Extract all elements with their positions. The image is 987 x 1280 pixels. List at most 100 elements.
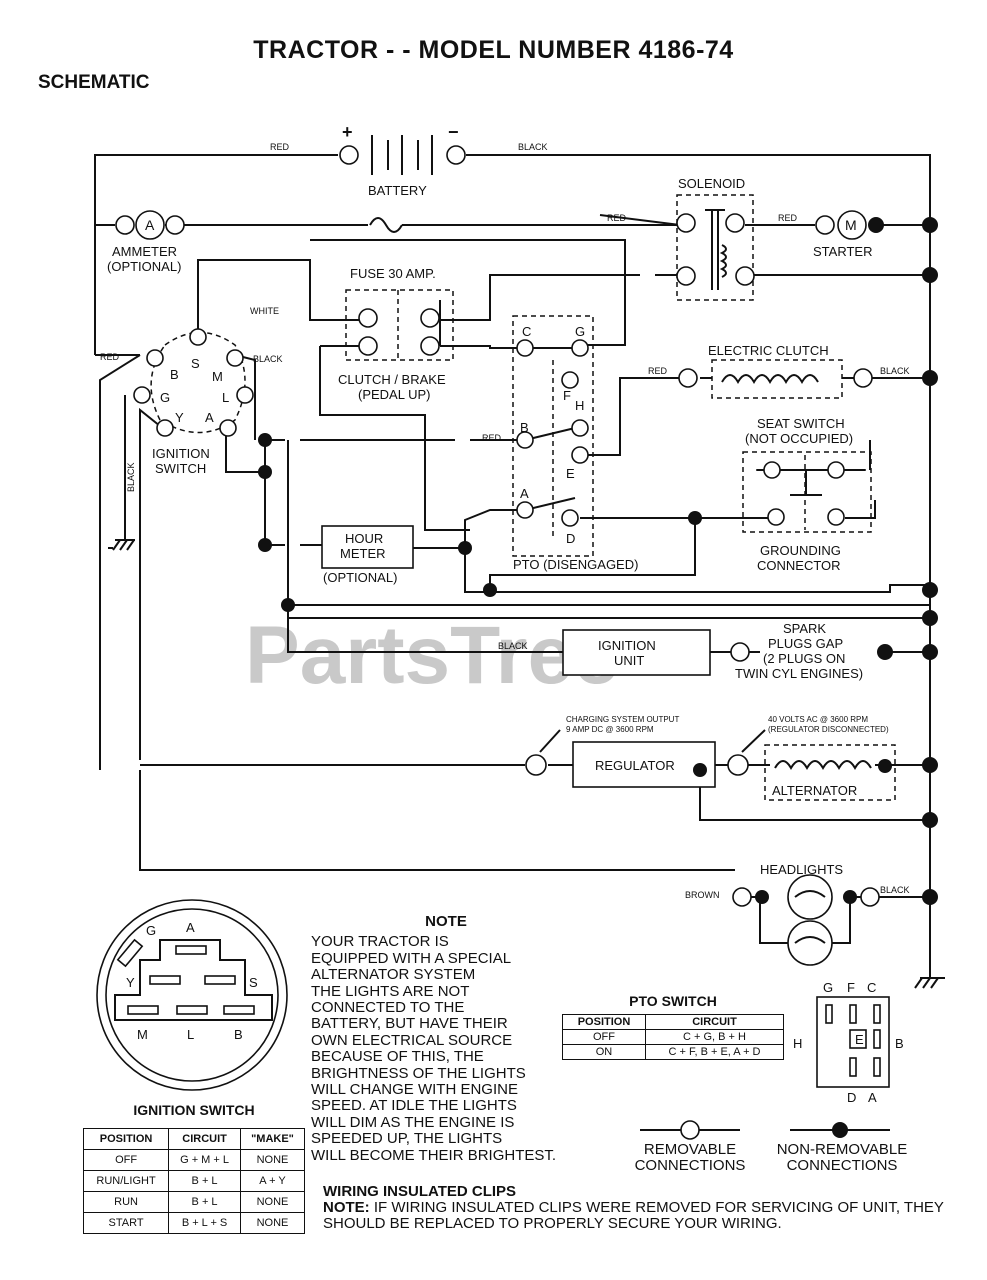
ign-cell: NONE xyxy=(239,1149,306,1171)
legend-removable-line2: CONNECTIONS xyxy=(634,1157,746,1174)
hour-meter-optional: (OPTIONAL) xyxy=(323,570,397,585)
ignition-unit-label2: UNIT xyxy=(614,653,644,668)
note-line: BRIGHTNESS OF THE LIGHTS xyxy=(311,1064,526,1082)
legend-non-removable-line2: CONNECTIONS xyxy=(786,1157,898,1174)
note-line: OWN ELECTRICAL SOURCE xyxy=(311,1031,513,1049)
hour-meter-label: HOUR xyxy=(345,531,383,546)
wire-black-3: BLACK xyxy=(880,366,910,376)
seat-switch: SEAT SWITCH (NOT OCCUPIED) GROUNDING CON… xyxy=(742,416,872,573)
pto-cell: C + F, B + E, A + D xyxy=(645,1044,784,1060)
wire-black-1: BLACK xyxy=(518,142,548,152)
table-row: OFF C + G, B + H xyxy=(562,1029,784,1045)
pto-term-e: E xyxy=(566,466,575,481)
wire-red-1: RED xyxy=(270,142,290,152)
spark-label4: TWIN CYL ENGINES) xyxy=(735,666,863,681)
hour-meter: HOUR METER (OPTIONAL) xyxy=(321,525,414,585)
pto-cell: OFF xyxy=(562,1029,646,1045)
ign-cell: B + L xyxy=(168,1191,241,1213)
page-subtitle: SCHEMATIC xyxy=(38,72,150,93)
ign-term-s: S xyxy=(191,356,200,371)
ign-cell: NONE xyxy=(239,1191,306,1213)
wire-brown: BROWN xyxy=(685,890,720,900)
face-b: B xyxy=(234,1027,243,1042)
fuse-label: FUSE 30 AMP. xyxy=(350,266,436,281)
legend-removable-line1: REMOVABLE xyxy=(643,1141,737,1158)
note-line: WILL DIM AS THE ENGINE IS xyxy=(311,1113,515,1131)
ign-cell: B + L + S xyxy=(168,1212,241,1234)
note-line: EQUIPPED WITH A SPECIAL xyxy=(311,949,512,967)
ign-term-l: L xyxy=(222,390,229,405)
table-row: RUN/LIGHT B + L A + Y xyxy=(82,1170,306,1192)
note-line: BATTERY, BUT HAVE THEIR xyxy=(311,1015,508,1033)
pto-term-a: A xyxy=(520,486,529,501)
wire-black-vertical: BLACK xyxy=(126,462,136,492)
battery-minus: − xyxy=(448,122,459,142)
table-row: RUN B + L NONE xyxy=(82,1191,306,1213)
spark-label: SPARK xyxy=(783,621,826,636)
hour-meter-label2: METER xyxy=(340,546,386,561)
ign-header-make: "MAKE" xyxy=(239,1128,306,1150)
wire-red-6: RED xyxy=(482,433,502,443)
ammeter-optional: (OPTIONAL) xyxy=(107,259,181,274)
wire-black-4: BLACK xyxy=(498,641,528,651)
pto-disengaged-label: PTO (DISENGAGED) xyxy=(513,557,638,572)
pto-cell: C + G, B + H xyxy=(645,1029,784,1045)
note-line: CONNECTED TO THE xyxy=(311,999,465,1017)
legend-non-removable-line1: NON-REMOVABLE xyxy=(776,1141,908,1158)
starter: M STARTER xyxy=(813,210,884,259)
ignition-unit-label: IGNITION xyxy=(598,638,656,653)
ac-label2: (REGULATOR DISCONNECTED) xyxy=(768,725,889,734)
alternator-label: ALTERNATOR xyxy=(772,783,857,798)
headlights: HEADLIGHTS xyxy=(732,862,880,966)
wire-red-3: RED xyxy=(778,213,798,223)
seat-switch-label: SEAT SWITCH xyxy=(757,416,845,431)
ac-label: 40 VOLTS AC @ 3600 RPM xyxy=(768,715,868,724)
battery-plus: + xyxy=(342,122,353,142)
wires xyxy=(94,154,945,989)
ignition-switch-face: A G Y S M L B xyxy=(96,899,288,1091)
ign-header-position: POSITION xyxy=(82,1128,170,1150)
pto-term-b: B xyxy=(520,420,529,435)
note-line: ALTERNATOR SYSTEM xyxy=(311,966,476,984)
ign-term-g: G xyxy=(160,390,170,405)
watermark: PartsTree xyxy=(245,610,619,701)
pto-diag-h: H xyxy=(793,1036,802,1051)
ignition-switch-table: POSITION CIRCUIT "MAKE" OFF G + M + L NO… xyxy=(82,1128,306,1234)
fuse-clutch-brake: FUSE 30 AMP. CLUTCH / BRAKE (PEDAL UP) xyxy=(338,266,454,402)
pto-term-d: D xyxy=(566,531,575,546)
wire-red-4: RED xyxy=(100,352,120,362)
pto-diag-d: D xyxy=(847,1090,856,1105)
note-line: WILL BECOME THEIR BRIGHTEST. xyxy=(311,1146,557,1164)
ign-term-b: B xyxy=(170,367,179,382)
note-line: SPEEDED UP, THE LIGHTS xyxy=(311,1130,503,1148)
clutch-brake-sub: (PEDAL UP) xyxy=(358,387,430,402)
electric-clutch-label: ELECTRIC CLUTCH xyxy=(708,343,829,358)
face-a: A xyxy=(186,920,195,935)
table-row: START B + L + S NONE xyxy=(82,1212,306,1234)
face-s: S xyxy=(249,975,258,990)
pto-term-h: H xyxy=(575,398,584,413)
pto-term-c: C xyxy=(522,324,531,339)
electric-clutch: ELECTRIC CLUTCH xyxy=(678,343,873,399)
pto-diag-b: B xyxy=(895,1036,904,1051)
pto-diag-f: F xyxy=(847,980,855,995)
face-l: L xyxy=(187,1027,194,1042)
clips-note-text: IF WIRING INSULATED CLIPS WERE REMOVED F… xyxy=(323,1199,944,1232)
ignition-switch-connector: S B M G L Y A IGNITION SWITCH xyxy=(133,328,254,476)
ign-cell: B + L xyxy=(168,1170,241,1192)
alternator: ALTERNATOR xyxy=(764,744,896,801)
ign-cell: RUN xyxy=(82,1191,170,1213)
junction-dots xyxy=(258,217,938,905)
pto-switch: C G F H B E A D PTO (DISENGAGED) xyxy=(512,315,638,572)
ign-term-y: Y xyxy=(175,410,184,425)
lighting-note: NOTE YOUR TRACTOR IS EQUIPPED WITH A SPE… xyxy=(311,913,581,1164)
note-line: YOUR TRACTOR IS xyxy=(311,933,449,951)
legend-removable: REMOVABLE CONNECTIONS xyxy=(620,1142,760,1174)
ignition-unit: IGNITION UNIT SPARK PLUGS GAP (2 PLUGS O… xyxy=(562,621,893,681)
ammeter: A AMMETER (OPTIONAL) xyxy=(107,210,185,274)
page-title: TRACTOR - - MODEL NUMBER 4186-74 xyxy=(253,36,734,64)
legend-non-removable: NON-REMOVABLE CONNECTIONS xyxy=(762,1142,922,1174)
starter-symbol: M xyxy=(845,217,857,233)
seat-switch-sub: (NOT OCCUPIED) xyxy=(745,431,853,446)
